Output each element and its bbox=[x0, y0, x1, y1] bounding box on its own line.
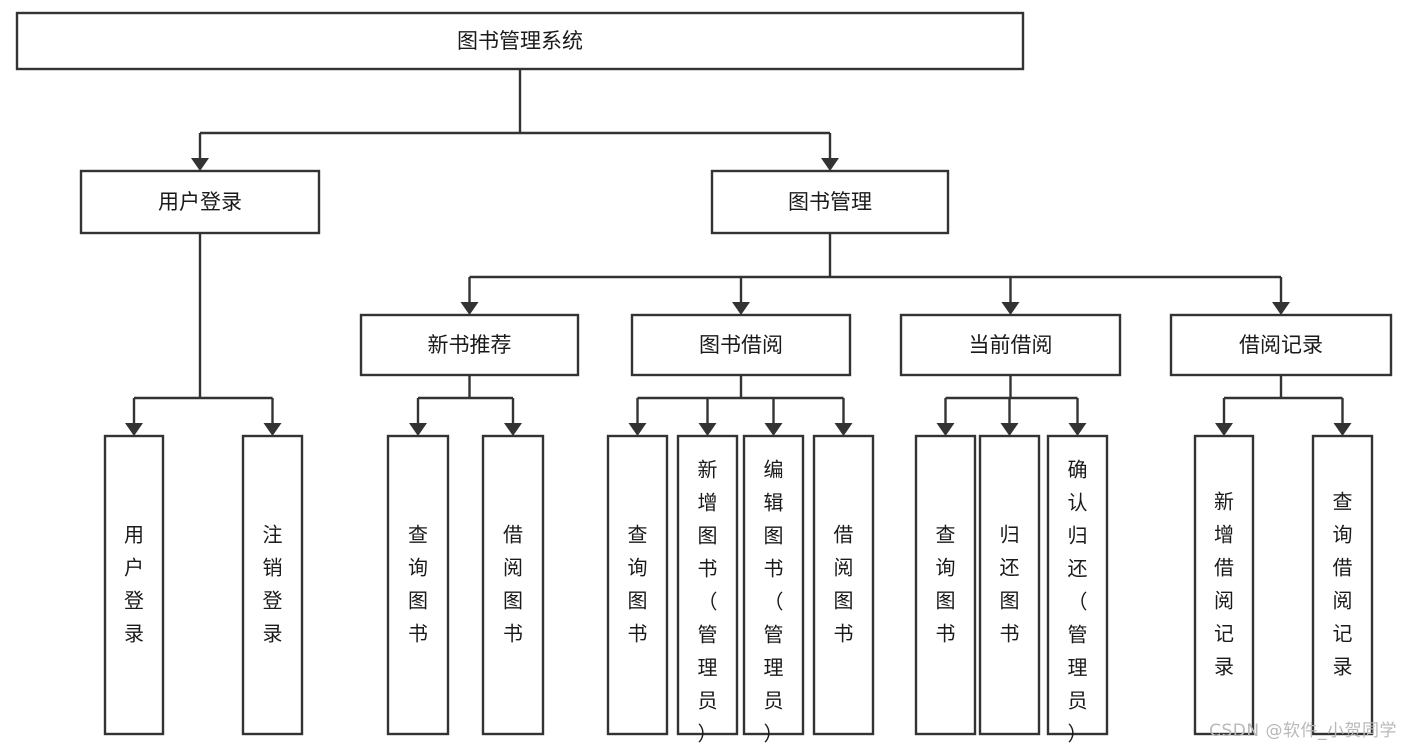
node-box-leaf-user-login bbox=[103, 434, 165, 736]
node-label-leaf-add-book: 新增图书（管理员） bbox=[698, 457, 718, 745]
node-label-current-borrow: 当前借阅 bbox=[969, 333, 1053, 357]
node-box-leaf-add-book bbox=[676, 434, 739, 736]
node-leaf-query-record[interactable]: 查询借阅记录 bbox=[1311, 434, 1374, 736]
node-label-leaf-add-record: 新增借阅记录 bbox=[1214, 489, 1234, 678]
node-box-leaf-borrow-book-2 bbox=[812, 434, 875, 736]
node-leaf-logout[interactable]: 注销登录 bbox=[241, 434, 304, 736]
node-box-user-login bbox=[79, 169, 321, 235]
node-borrow-record[interactable]: 借阅记录 bbox=[1169, 313, 1393, 377]
node-box-root bbox=[15, 11, 1025, 71]
node-box-book-borrow bbox=[630, 313, 852, 377]
node-label-leaf-edit-book: 编辑图书（管理员） bbox=[764, 457, 784, 745]
connector-group-current-borrow bbox=[936, 375, 1087, 436]
node-label-new-book-rec: 新书推荐 bbox=[428, 333, 512, 357]
node-label-leaf-query-book-3: 查询图书 bbox=[936, 522, 956, 645]
edge-layer bbox=[125, 69, 1352, 436]
node-user-login[interactable]: 用户登录 bbox=[79, 169, 321, 235]
connector-group-user-login bbox=[125, 233, 282, 436]
node-label-leaf-user-login: 用户登录 bbox=[124, 522, 144, 645]
node-leaf-borrow-book-2[interactable]: 借阅图书 bbox=[812, 434, 875, 736]
node-box-leaf-edit-book bbox=[742, 434, 805, 736]
node-leaf-query-book-2[interactable]: 查询图书 bbox=[606, 434, 669, 736]
node-box-current-borrow bbox=[899, 313, 1122, 377]
node-box-leaf-add-record bbox=[1193, 434, 1255, 736]
node-leaf-query-book-1[interactable]: 查询图书 bbox=[386, 434, 450, 736]
node-leaf-borrow-book-1[interactable]: 借阅图书 bbox=[481, 434, 545, 736]
node-box-leaf-query-book-2 bbox=[606, 434, 669, 736]
node-leaf-edit-book[interactable]: 编辑图书（管理员） bbox=[742, 434, 805, 745]
connector-group-book-borrow bbox=[628, 375, 853, 436]
node-box-leaf-logout bbox=[241, 434, 304, 736]
node-label-leaf-borrow-book-1: 借阅图书 bbox=[503, 522, 523, 645]
node-label-leaf-query-book-2: 查询图书 bbox=[628, 522, 648, 645]
node-box-leaf-confirm-return bbox=[1046, 434, 1109, 736]
node-label-book-mgmt: 图书管理 bbox=[788, 190, 872, 214]
connector-group-root bbox=[191, 69, 839, 171]
node-label-leaf-query-book-1: 查询图书 bbox=[408, 522, 428, 645]
node-leaf-confirm-return[interactable]: 确认归还（管理员） bbox=[1046, 434, 1109, 745]
node-box-leaf-borrow-book-1 bbox=[481, 434, 545, 736]
node-book-borrow[interactable]: 图书借阅 bbox=[630, 313, 852, 377]
node-label-leaf-confirm-return: 确认归还（管理员） bbox=[1068, 457, 1088, 745]
node-box-leaf-return-book bbox=[978, 434, 1041, 736]
node-box-book-mgmt bbox=[710, 169, 950, 235]
node-label-leaf-return-book: 归还图书 bbox=[1000, 522, 1020, 645]
node-box-new-book-rec bbox=[359, 313, 580, 377]
node-label-root: 图书管理系统 bbox=[457, 29, 583, 53]
node-leaf-add-book[interactable]: 新增图书（管理员） bbox=[676, 434, 739, 745]
connector-group-borrow-record bbox=[1215, 375, 1352, 436]
node-label-leaf-borrow-book-2: 借阅图书 bbox=[834, 522, 854, 645]
node-label-book-borrow: 图书借阅 bbox=[699, 333, 783, 357]
node-label-user-login: 用户登录 bbox=[158, 190, 242, 214]
node-box-leaf-query-book-1 bbox=[386, 434, 450, 736]
node-label-borrow-record: 借阅记录 bbox=[1239, 333, 1323, 357]
node-new-book-rec[interactable]: 新书推荐 bbox=[359, 313, 580, 377]
node-book-mgmt[interactable]: 图书管理 bbox=[710, 169, 950, 235]
node-box-leaf-query-book-3 bbox=[914, 434, 977, 736]
connector-group-book-mgmt bbox=[460, 233, 1290, 315]
node-box-leaf-query-record bbox=[1311, 434, 1374, 736]
node-leaf-query-book-3[interactable]: 查询图书 bbox=[914, 434, 977, 736]
node-label-leaf-query-record: 查询借阅记录 bbox=[1333, 489, 1353, 678]
node-leaf-user-login[interactable]: 用户登录 bbox=[103, 434, 165, 736]
node-layer: 图书管理系统用户登录图书管理新书推荐图书借阅当前借阅借阅记录用户登录注销登录查询… bbox=[15, 11, 1393, 745]
node-leaf-return-book[interactable]: 归还图书 bbox=[978, 434, 1041, 736]
node-label-leaf-logout: 注销登录 bbox=[263, 522, 283, 645]
connector-group-new-book-rec bbox=[409, 375, 522, 436]
node-current-borrow[interactable]: 当前借阅 bbox=[899, 313, 1122, 377]
node-box-borrow-record bbox=[1169, 313, 1393, 377]
node-root[interactable]: 图书管理系统 bbox=[15, 11, 1025, 71]
node-leaf-add-record[interactable]: 新增借阅记录 bbox=[1193, 434, 1255, 736]
